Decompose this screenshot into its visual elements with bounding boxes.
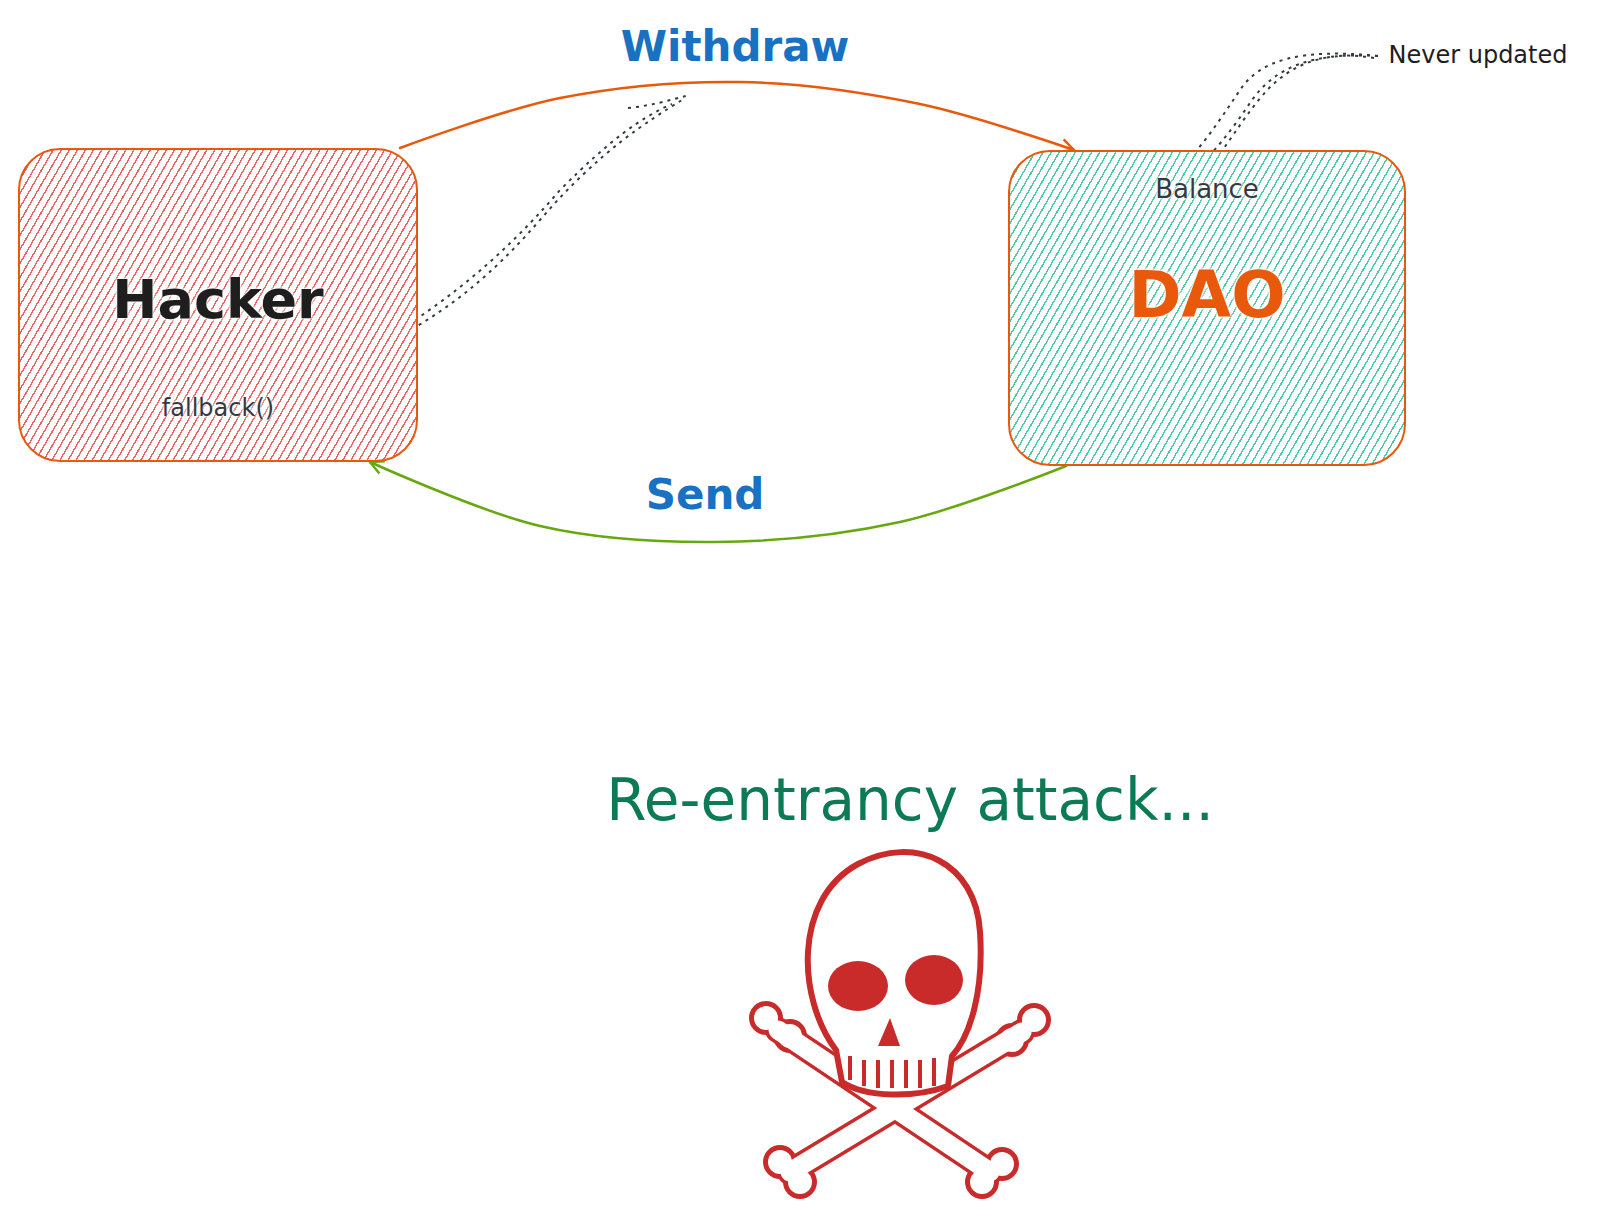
caption-text: Re-entrancy attack... bbox=[606, 766, 1214, 834]
flow-arrow bbox=[400, 82, 1074, 150]
state-variable: Balance bbox=[1010, 174, 1404, 204]
contract-box: BalanceDAO bbox=[1008, 150, 1406, 466]
skull-crossbones bbox=[749, 852, 1051, 1199]
attacker-box: Hacker fallback() bbox=[18, 148, 418, 462]
edge-label: Send bbox=[642, 470, 769, 519]
annotation-note: Never updated bbox=[1389, 41, 1568, 69]
flow-arrow bbox=[370, 462, 1066, 542]
node-title: Hacker bbox=[20, 268, 416, 331]
edge-label: Withdraw bbox=[617, 22, 854, 71]
node-title: DAO bbox=[1010, 258, 1404, 332]
function-name: fallback() bbox=[20, 394, 416, 422]
